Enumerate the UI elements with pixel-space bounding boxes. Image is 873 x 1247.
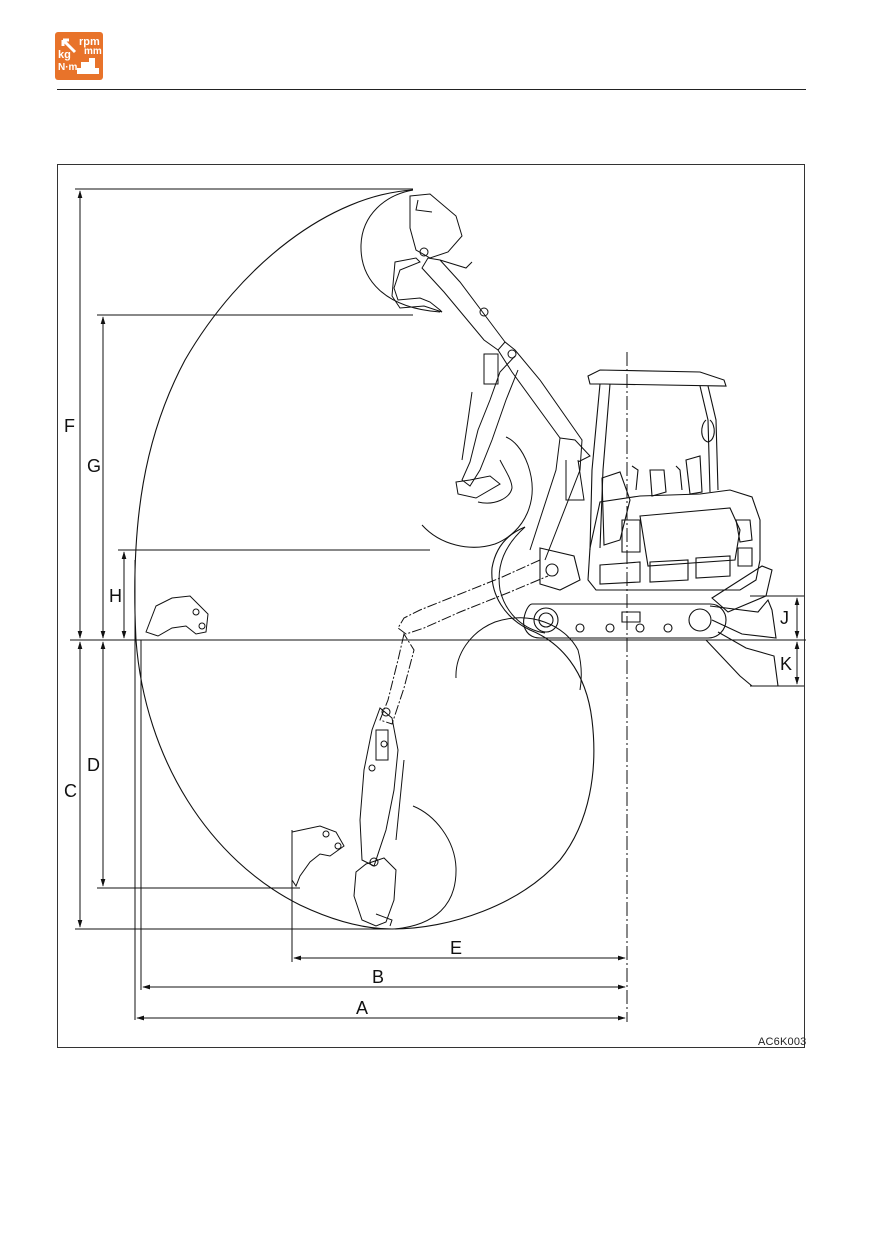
arm-cylinder-lowered xyxy=(396,760,404,840)
dim-label-a: A xyxy=(356,999,368,1017)
front-attachment-raised xyxy=(392,194,590,560)
arm-lowered xyxy=(354,708,404,926)
bucket-lowered xyxy=(354,858,396,926)
dim-label-f: F xyxy=(64,417,75,435)
dim-label-b: B xyxy=(372,968,384,986)
bottom-bucket-arc xyxy=(395,806,456,929)
bucket-mid-curl xyxy=(478,460,512,503)
operator-console xyxy=(602,472,630,545)
boom-lowered-lower xyxy=(380,634,414,724)
bucket-raised xyxy=(410,194,462,258)
cab-roof xyxy=(588,370,726,386)
bucket-curled xyxy=(392,258,442,312)
arm-cylinder-mid xyxy=(462,392,472,460)
excavator-machine xyxy=(524,370,778,686)
upper-body xyxy=(588,490,760,590)
mid-bucket-arc xyxy=(422,437,532,547)
bucket-vertical-wall xyxy=(292,826,344,886)
seat-back xyxy=(650,470,666,496)
sprocket-wheel xyxy=(689,609,711,631)
dim-label-e: E xyxy=(450,939,462,957)
dim-label-d: D xyxy=(87,756,100,774)
arm-mid xyxy=(462,356,518,486)
boom-cylinder xyxy=(566,460,584,500)
dim-label-c: C xyxy=(64,782,77,800)
dim-label-k: K xyxy=(780,655,792,673)
dim-label-g: G xyxy=(87,457,101,475)
working-range-envelope xyxy=(135,190,594,929)
side-panels xyxy=(600,556,730,584)
step xyxy=(622,520,640,552)
dim-label-h: H xyxy=(109,587,122,605)
dim-label-j: J xyxy=(780,609,789,627)
front-attachment-lowered xyxy=(380,560,548,724)
low-arc xyxy=(456,618,581,690)
bucket-ground-reach xyxy=(146,596,208,636)
boom-lowered xyxy=(398,560,548,634)
arm-raised xyxy=(422,258,505,350)
crawler-track xyxy=(524,604,726,638)
boom-raised xyxy=(498,342,582,560)
figure-code: AC6K003 xyxy=(758,1036,807,1048)
